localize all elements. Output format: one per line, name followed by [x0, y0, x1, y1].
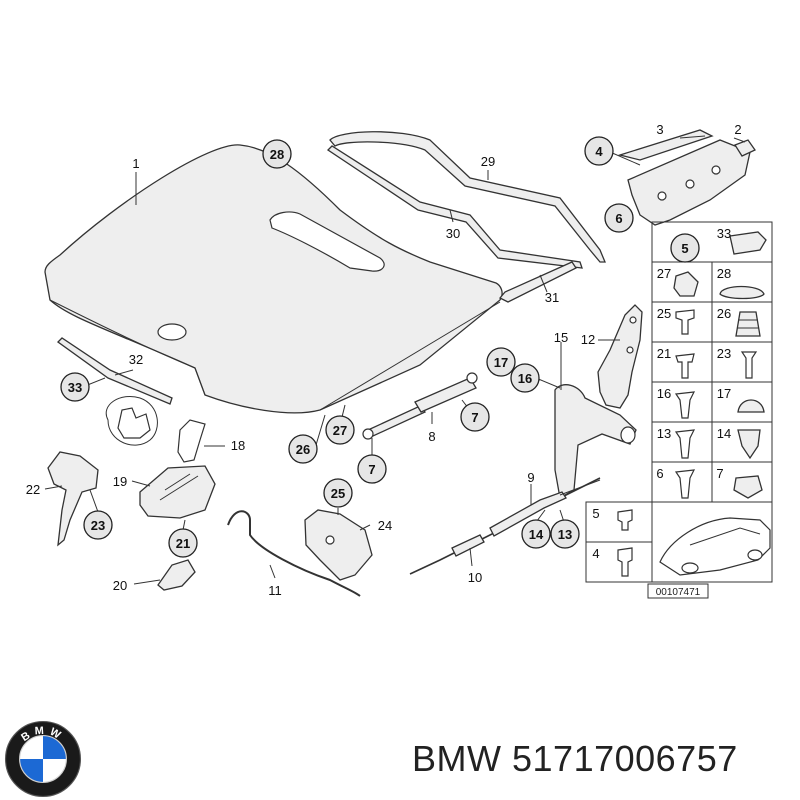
bubble-6: 6	[615, 211, 622, 226]
seal-29	[329, 131, 606, 263]
callout-31: 31	[545, 290, 559, 305]
cell-7: 7	[716, 466, 723, 481]
bubble-7b: 7	[368, 462, 375, 477]
catalog-code: 00107471	[656, 587, 701, 598]
cell-13: 13	[657, 426, 671, 441]
seal-30	[326, 145, 583, 269]
cell-26: 26	[717, 306, 731, 321]
bubble-16: 16	[518, 371, 532, 386]
part-number: 51717006757	[512, 738, 738, 779]
gas-strut-8	[362, 372, 478, 440]
callout-29: 29	[481, 154, 495, 169]
bubble-14: 14	[529, 527, 544, 542]
bubble-33: 33	[68, 380, 82, 395]
bubble-7a: 7	[471, 410, 478, 425]
bubble-13: 13	[558, 527, 572, 542]
cell-16: 16	[657, 386, 671, 401]
callout-bubbles: 28 4 6 5 33 17 16 7 7 26 27 23 21 25 14 …	[60, 136, 700, 558]
callout-3: 3	[656, 122, 663, 137]
cell-25: 25	[657, 306, 671, 321]
cell-6: 6	[656, 466, 663, 481]
bubble-25: 25	[331, 486, 345, 501]
hinge-assembly	[617, 129, 756, 226]
seal-31	[498, 261, 577, 303]
catalog-code-box	[647, 583, 709, 599]
cell-14: 14	[717, 426, 731, 441]
callout-8: 8	[428, 429, 435, 444]
lock-carrier-19	[139, 465, 216, 519]
callout-22: 22	[26, 482, 40, 497]
callout-labels: 1 29 30 31 32 3 2 15 12 18 8 19 22 9 24 …	[26, 122, 742, 598]
callout-9: 9	[527, 470, 534, 485]
bracket-20	[157, 559, 196, 591]
bubble-17: 17	[494, 355, 508, 370]
bubble-4: 4	[595, 144, 603, 159]
cell-4: 4	[592, 546, 599, 561]
brand-part-number: BMW 51717006757	[412, 738, 738, 780]
brand-name: BMW	[412, 738, 502, 779]
cell-28: 28	[717, 266, 731, 281]
bubble-26: 26	[296, 442, 310, 457]
callout-10: 10	[468, 570, 482, 585]
bubble-5: 5	[681, 241, 688, 256]
cable-9	[489, 491, 567, 537]
callout-15: 15	[554, 330, 568, 345]
hood-lock-24	[304, 509, 373, 581]
safety-hook-22	[47, 451, 99, 547]
bracket-18	[177, 419, 206, 463]
cell-21: 21	[657, 346, 671, 361]
cell-33: 33	[717, 226, 731, 241]
bmw-logo-icon: BMW	[4, 720, 82, 798]
callout-2: 2	[734, 122, 741, 137]
callout-24: 24	[378, 518, 392, 533]
cell-23: 23	[717, 346, 731, 361]
callout-20: 20	[113, 578, 127, 593]
callout-18: 18	[231, 438, 245, 453]
bubble-28: 28	[270, 147, 284, 162]
cell-5: 5	[592, 506, 599, 521]
bubble-27: 27	[333, 423, 347, 438]
bowden-cable-11	[227, 510, 361, 597]
parts-grid	[585, 221, 773, 583]
grid-cell-numbers: 33 27 28 25 26 21 23 16 17 13 14 6 7 5 4	[592, 226, 731, 561]
callout-12: 12	[581, 332, 595, 347]
cell-17: 17	[717, 386, 731, 401]
bubble-21: 21	[176, 536, 190, 551]
bubble-23: 23	[91, 518, 105, 533]
callout-1: 1	[132, 156, 139, 171]
detail-loop	[105, 396, 158, 446]
callout-30: 30	[446, 226, 460, 241]
hood-panel	[44, 144, 503, 414]
callout-19: 19	[113, 474, 127, 489]
callout-11: 11	[268, 583, 282, 598]
seal-32	[56, 337, 173, 405]
cell-27: 27	[657, 266, 671, 281]
bracket-12	[597, 304, 643, 409]
callout-32: 32	[129, 352, 143, 367]
